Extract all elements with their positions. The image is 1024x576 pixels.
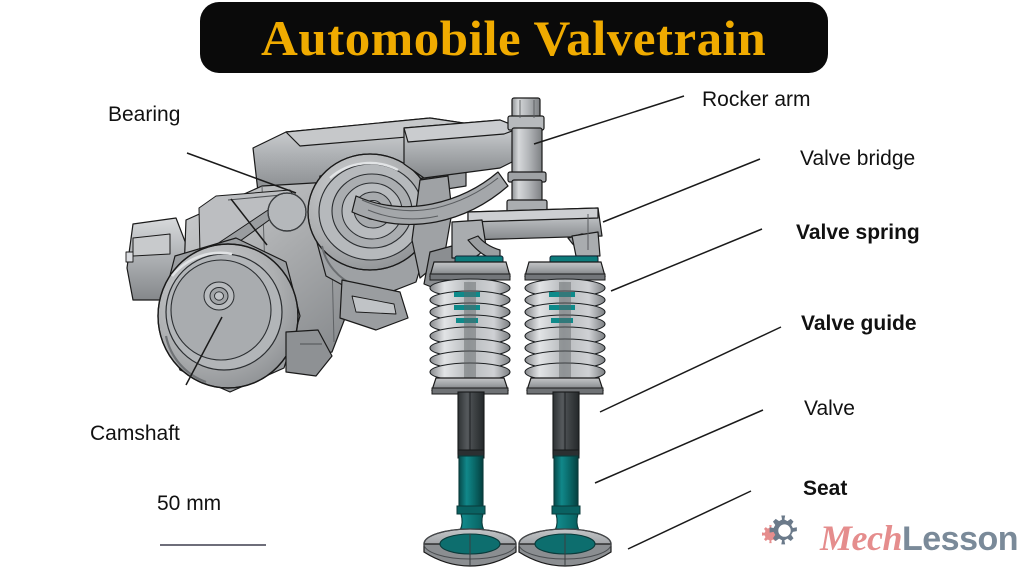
label-valve: Valve [804,397,855,420]
title-banner: Automobile Valvetrain [200,2,828,73]
label-scale: 50 mm [157,492,222,515]
label-valve-guide: Valve guide [801,312,917,335]
leader-bearing-lower [230,198,268,246]
leader-valve-spring [610,228,763,292]
label-valve-spring: Valve spring [796,221,920,244]
valve-seat-left [423,528,517,567]
leader-lines [185,95,782,550]
camshaft-lobe [157,237,301,393]
gears-icon [762,515,797,555]
valve-seat-right [518,528,612,567]
scale-bar [160,544,266,546]
leader-bearing-upper [186,152,297,194]
label-camshaft: Camshaft [90,422,180,445]
leader-rocker-arm [533,95,685,145]
label-bearing: Bearing [108,103,181,126]
logo-wordmark: MechLesson [820,518,1019,558]
leader-seat [627,490,752,550]
gear-large-gray-icon [769,515,797,545]
logo-mech-text: Mech [820,518,903,558]
mechlesson-logo: MechLesson [762,512,1019,564]
label-rocker-arm: Rocker arm [702,88,811,111]
valve-assembly-left [423,255,517,567]
leader-valve-guide [599,326,782,413]
leader-valve-bridge [602,158,761,223]
valve-bridge [451,207,603,259]
label-seat: Seat [803,477,848,500]
rocker-arm [351,119,525,226]
leader-valve [594,409,764,484]
valve-assembly-right [518,255,612,567]
rocker-adjusting-screw [506,97,548,213]
valve-spring-right [524,278,606,382]
page-title: Automobile Valvetrain [261,9,767,66]
leader-camshaft [185,316,223,386]
label-valve-bridge: Valve bridge [800,147,916,170]
logo-lesson-text: Lesson [902,520,1019,558]
valve-spring-left [429,278,511,382]
